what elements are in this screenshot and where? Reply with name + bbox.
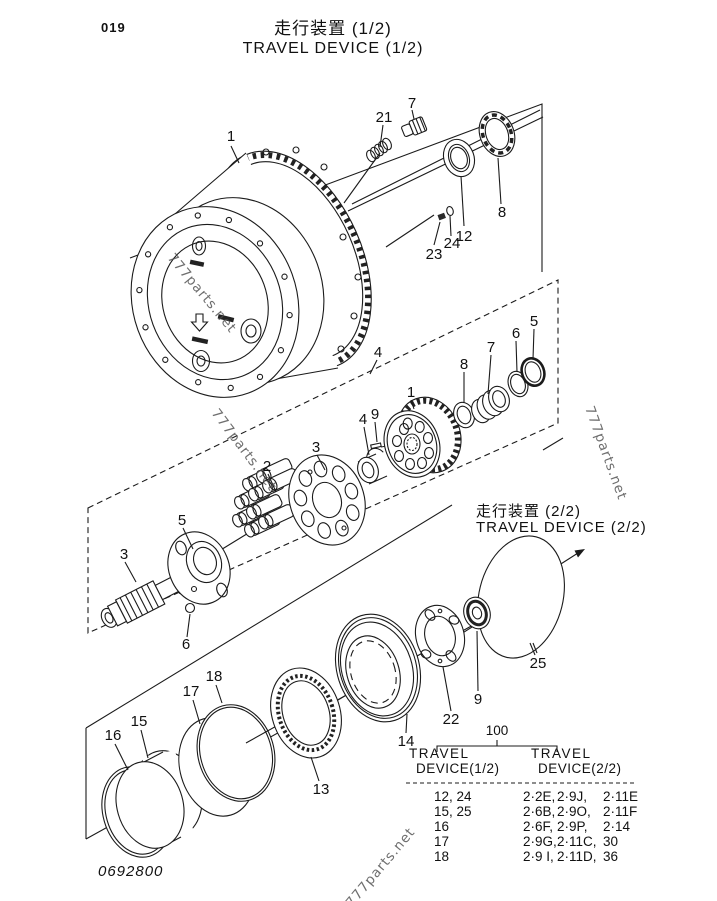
part-label-disc13: 13 [313, 781, 330, 798]
part-plate22-drawing [414, 604, 466, 668]
table-cell-ref: 17 [434, 834, 450, 849]
part-label-ring5: 5 [530, 313, 538, 330]
table-row: 17 2·9G, 2·11C, 30 [0, 834, 717, 849]
table-row: 16 2·6F, 2·9P, 2·14 [0, 819, 717, 834]
table-cell: 2·9J, [557, 789, 588, 804]
table-cell-ref: 16 [434, 819, 450, 834]
part-spring-drawing [343, 137, 392, 204]
table-cell: 2·11D, [557, 849, 597, 864]
part-label-r16: 16 [105, 727, 122, 744]
part-label-case4: 4 [374, 344, 382, 361]
table-cell: 2·9G, [523, 834, 557, 849]
part-label-ring8: 8 [460, 356, 468, 373]
part-springs7-drawing [471, 385, 510, 424]
table-cell-ref: 12, 24 [434, 789, 472, 804]
part-label-pin9: 9 [371, 406, 379, 423]
table-row: 12, 24 2·2E, 2·9J, 2·11E [0, 789, 717, 804]
part-label-plate22: 22 [443, 711, 460, 728]
part-label-bushing4: 4 [359, 411, 367, 428]
section-ref-title-jp: 走行装置 (2/2) [476, 503, 582, 520]
part-bearing9-drawing [463, 596, 491, 630]
table-cell: 30 [603, 834, 619, 849]
part-label-ring6: 6 [512, 325, 520, 342]
part-plug-drawing [401, 116, 428, 138]
part-label-plug: 7 [408, 95, 416, 112]
figure-code: 0692800 [98, 863, 164, 880]
table-col2-header: TRAVEL [531, 746, 592, 761]
part-bearing-top-drawing [478, 111, 516, 157]
section-ref-title-en: TRAVEL DEVICE (2/2) [476, 519, 647, 536]
table-cell: 2·2E, [523, 789, 556, 804]
table-cell: 2·6F, [523, 819, 554, 834]
face-arrow-icon [190, 313, 209, 332]
part-seal-drawing [442, 138, 476, 178]
part-label-shaft3: 3 [120, 546, 128, 563]
part-pistons-drawing [232, 458, 299, 538]
part-label-housing: 1 [227, 128, 235, 145]
front-face-bolt-holes [136, 212, 293, 392]
part-label-bearing-top: 8 [498, 204, 506, 221]
part-rotor-drawing [383, 396, 462, 478]
table-group-ref: 100 [485, 723, 509, 738]
table-col2-header: DEVICE(2/2) [538, 761, 622, 776]
face-ports [191, 236, 262, 373]
part-ring14-drawing [334, 613, 422, 723]
part-cover25-drawing [436, 535, 565, 659]
part-label-seal: 12 [456, 228, 473, 245]
part-label-plug23: 23 [426, 246, 443, 263]
table-cell: 36 [603, 849, 619, 864]
table-bracket [406, 740, 634, 784]
page-title-jp: 走行装置 (1/2) [274, 19, 392, 38]
leader-lines [114, 109, 536, 782]
part-ring5-drawing [520, 357, 546, 387]
table-cell-ref: 18 [434, 849, 450, 864]
part-shaft-drawing [100, 531, 251, 628]
table-cell: 2·11F [603, 804, 638, 819]
part-label-r18: 18 [206, 668, 223, 685]
construction-lines [85, 103, 564, 840]
table-col1-header: TRAVEL [409, 746, 470, 761]
part-label-swash5: 5 [178, 512, 186, 529]
part-ring18-drawing [196, 704, 276, 802]
table-cell: 2·9O, [557, 804, 591, 819]
part-ring8-drawing [453, 401, 475, 429]
watermark: 777parts.net [581, 404, 630, 502]
part-ball-drawing [184, 602, 196, 614]
part-label-ball6: 6 [182, 636, 190, 653]
part-label-springs7: 7 [487, 339, 495, 356]
table-cell: 2·11E [603, 789, 639, 804]
part-label-plate3: 3 [312, 439, 320, 456]
page-number: 019 [101, 20, 126, 35]
part-valve-plate-drawing [288, 454, 366, 546]
part-label-pistons2: 2 [263, 458, 271, 475]
part-label-ring14: 14 [398, 733, 415, 750]
table-col1-header: DEVICE(1/2) [416, 761, 500, 776]
table-cell-ref: 15, 25 [434, 804, 472, 819]
part-label-spring: 21 [376, 109, 393, 126]
part-label-bearing9: 9 [474, 691, 482, 708]
part-swash-plate-drawing [167, 531, 231, 605]
face-markings [189, 259, 235, 345]
table-row: 18 2·9 I, 2·11D, 36 [0, 849, 717, 864]
table-row: 15, 25 2·6B, 2·9O, 2·11F [0, 804, 717, 819]
table-cell: 2·9P, [557, 819, 588, 834]
part-housing-drawing [130, 146, 372, 398]
table-cell: 2·6B, [523, 804, 556, 819]
table-cell: 2·9 I, [523, 849, 554, 864]
table-cell: 2·14 [603, 819, 631, 834]
page-title-en: TRAVEL DEVICE (1/2) [242, 40, 424, 57]
part-plug23-drawing [385, 206, 454, 248]
part-disc13-drawing [245, 667, 342, 759]
part-label-cover25: 25 [530, 655, 547, 672]
table-cell: 2·11C, [557, 834, 597, 849]
part-label-r17: 17 [183, 683, 200, 700]
part-label-rotor1: 1 [407, 384, 415, 401]
part-label-oring24: 24 [444, 235, 461, 252]
part-label-r15: 15 [131, 713, 148, 730]
